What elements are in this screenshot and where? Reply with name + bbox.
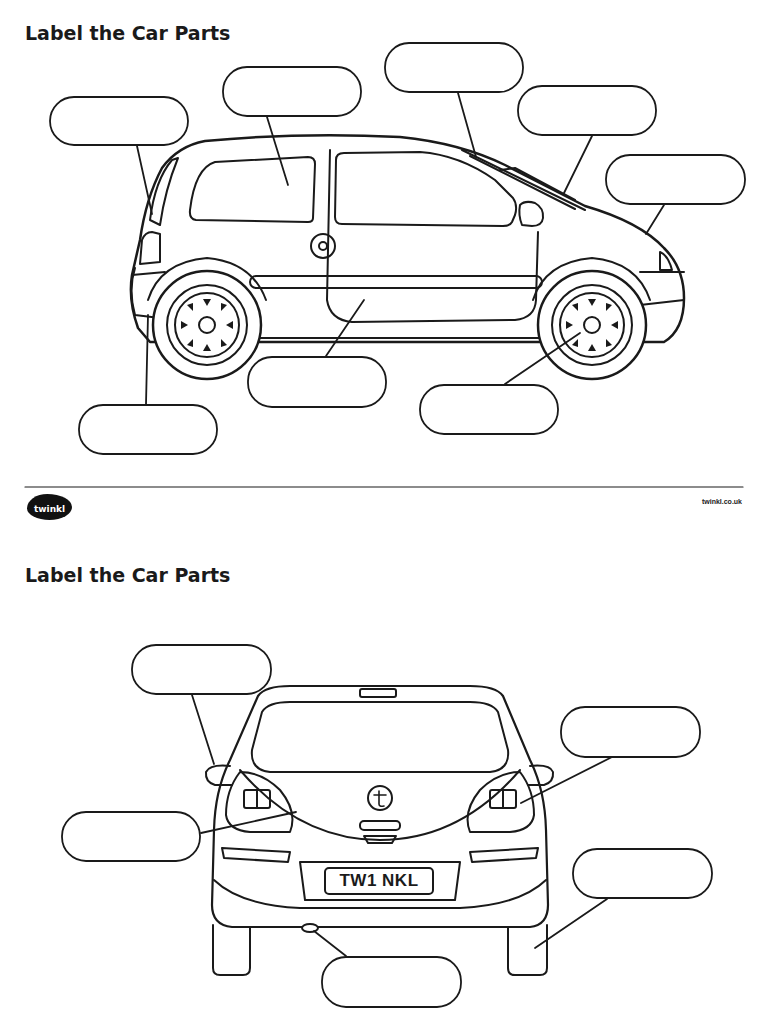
number-plate: TW1 NKL	[339, 871, 418, 891]
rear-car	[206, 686, 553, 975]
side-car	[131, 135, 684, 379]
divider	[25, 486, 743, 487]
logo-badge: twinkl	[27, 494, 72, 520]
worksheet-title: Label the Car Parts	[25, 564, 230, 586]
brand-logo: twinkl	[34, 504, 65, 514]
answer-boxes-rear	[62, 645, 712, 1007]
worksheet-title: Label the Car Parts	[25, 22, 230, 44]
website: twinkl.co.uk	[702, 498, 742, 505]
answer-boxes	[50, 43, 745, 454]
